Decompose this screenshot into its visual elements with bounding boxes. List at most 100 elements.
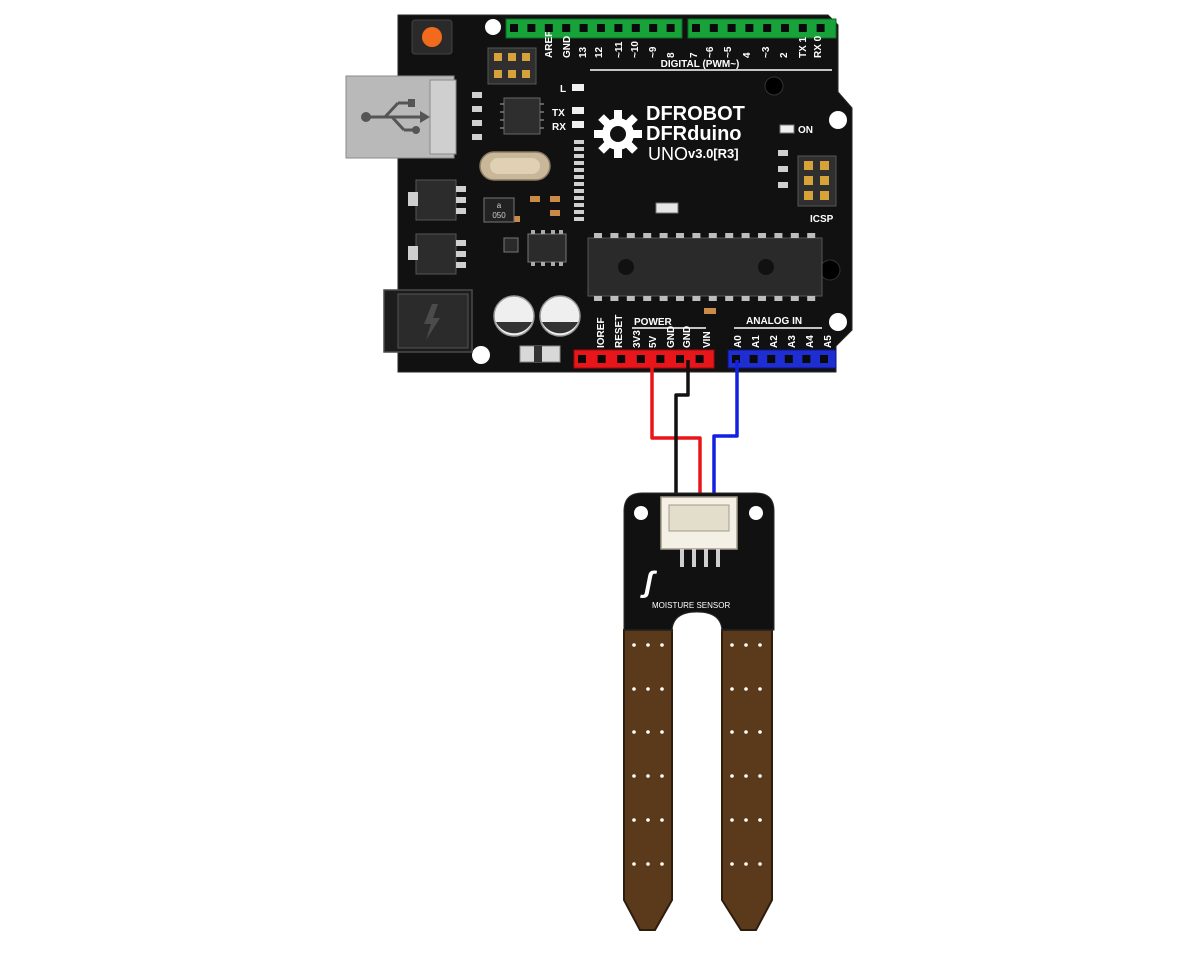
gnd-wire — [674, 360, 690, 497]
probe-dot — [730, 862, 734, 866]
a0-wire — [712, 360, 739, 497]
probe-dot — [758, 687, 762, 691]
mounting-hole — [472, 346, 490, 364]
probe-dot — [744, 862, 748, 866]
probe-dot — [758, 774, 762, 778]
gear-tooth — [614, 110, 622, 120]
mounting-hole — [634, 506, 648, 520]
probe-dot — [744, 687, 748, 691]
digital-pin-label: AREF — [544, 31, 555, 58]
digital-pin-label: ~10 — [630, 41, 641, 58]
analog-pin-label: A2 — [769, 335, 780, 348]
led-label-rx: RX — [552, 122, 566, 133]
smd-resistor — [574, 182, 584, 186]
probe-left — [623, 629, 673, 931]
header-socket — [798, 24, 807, 32]
voltage-regulator — [415, 179, 457, 221]
chip-pin — [741, 296, 750, 301]
capacitor — [539, 295, 581, 337]
smd-resistor — [574, 154, 584, 158]
probe-dot — [646, 730, 650, 734]
header-socket — [578, 355, 586, 363]
probe-dot — [730, 643, 734, 647]
usb-connector — [345, 75, 457, 159]
probe-dot — [660, 643, 664, 647]
probe-dot — [744, 774, 748, 778]
chip-pin — [610, 233, 619, 238]
probe-dot — [632, 818, 636, 822]
probe-right — [721, 629, 773, 931]
probe-dot — [660, 687, 664, 691]
header-socket — [763, 24, 772, 32]
chip-pin — [790, 233, 799, 238]
sensor-connector — [660, 496, 738, 567]
opamp-chip — [527, 230, 567, 266]
probe-dot — [758, 730, 762, 734]
chip-pin — [659, 233, 668, 238]
smd-resistor — [574, 217, 584, 221]
header-socket — [727, 24, 736, 32]
header-socket — [579, 24, 588, 32]
header-socket — [510, 24, 518, 32]
header-socket — [527, 24, 536, 32]
header-socket — [745, 24, 754, 32]
chip-pin — [774, 296, 783, 301]
analog-pin-label: A0 — [733, 335, 744, 348]
digital-header-label: DIGITAL (PWM~) — [661, 59, 740, 70]
icsp-label: ICSP — [810, 214, 834, 225]
probe-dot — [632, 862, 636, 866]
power-pin-label: 5V — [648, 335, 659, 348]
probe-dot — [660, 774, 664, 778]
power-header-label: POWER — [634, 317, 673, 328]
resonator: a 050 — [483, 197, 515, 223]
chip-pin — [725, 233, 734, 238]
probe-dot — [632, 643, 636, 647]
led-label-on: ON — [798, 125, 813, 136]
digital-pin-label: RX 0 — [813, 35, 824, 58]
moisture-sensor: ʃ MOISTURE SENSOR — [623, 492, 775, 931]
mounting-hole — [829, 111, 847, 129]
gear-tooth — [632, 130, 642, 138]
chip-pin — [643, 233, 652, 238]
power-pin-label: 3V3 — [632, 330, 643, 348]
probe-dot — [758, 818, 762, 822]
analog-pin-label: A1 — [751, 335, 762, 348]
gear-tooth — [614, 148, 622, 158]
smd-resistor — [574, 196, 584, 200]
dfrobot-logo-icon: ʃ — [640, 566, 658, 599]
chip-pin — [626, 296, 635, 301]
voltage-regulator — [415, 233, 457, 275]
digital-pin-label: ~3 — [761, 46, 772, 58]
capacitor — [493, 295, 535, 337]
probe-dot — [744, 818, 748, 822]
chip-pin — [676, 233, 684, 238]
header-socket — [562, 24, 571, 32]
header-socket — [820, 355, 828, 363]
svg-text:a: a — [497, 201, 502, 210]
header-sockets — [510, 24, 828, 363]
chip-pin — [594, 233, 602, 238]
probe-dot — [730, 818, 734, 822]
analog-header — [727, 349, 837, 369]
digital-pin-label: 4 — [742, 52, 753, 58]
digital-pin-label: 7 — [689, 52, 700, 58]
header-socket — [636, 355, 645, 363]
header-socket — [692, 24, 700, 32]
reset-button-cap — [422, 27, 442, 47]
digital-pin-label: GND — [562, 36, 573, 58]
probe-dot — [646, 818, 650, 822]
mounting-hole — [485, 19, 501, 35]
analog-header-label: ANALOG IN — [746, 316, 802, 327]
smd-resistor — [574, 140, 584, 144]
header-socket — [695, 355, 704, 363]
header-socket — [617, 355, 626, 363]
header-socket — [649, 24, 658, 32]
power-jack — [383, 289, 473, 353]
chip-pin — [725, 296, 734, 301]
power-pin-label: RESET — [614, 315, 625, 348]
chip-pin — [610, 296, 619, 301]
digital-pin-label: ~5 — [723, 46, 734, 58]
